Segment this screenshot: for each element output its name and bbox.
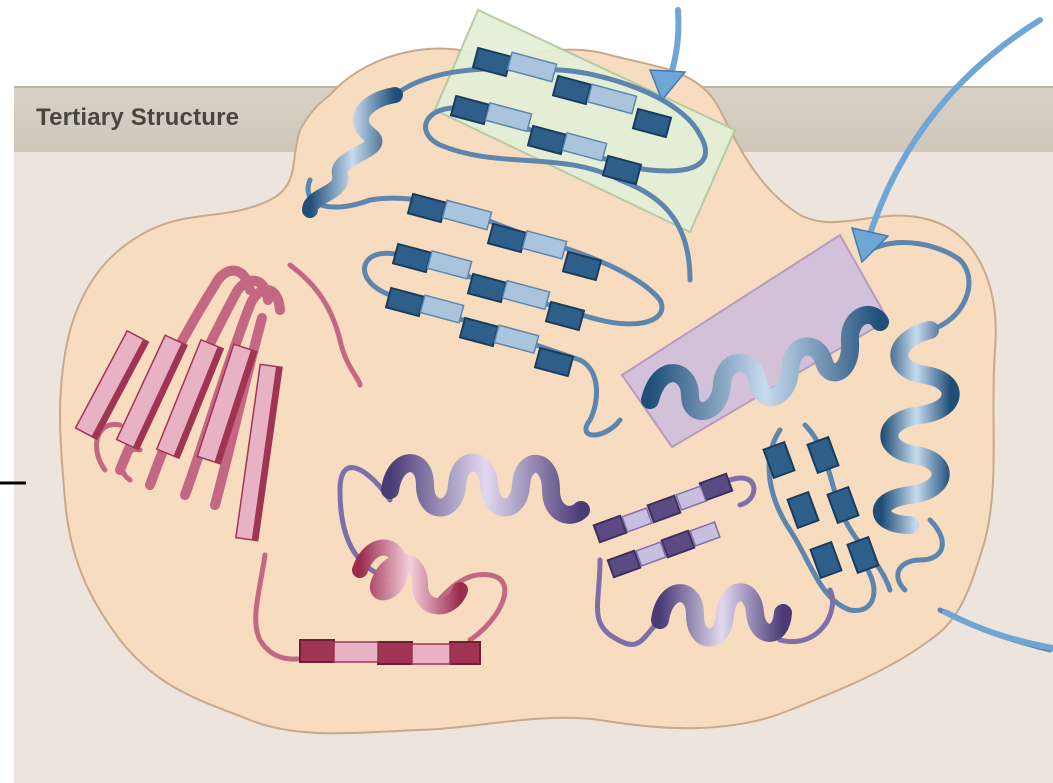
red-beta-strands xyxy=(300,640,480,664)
